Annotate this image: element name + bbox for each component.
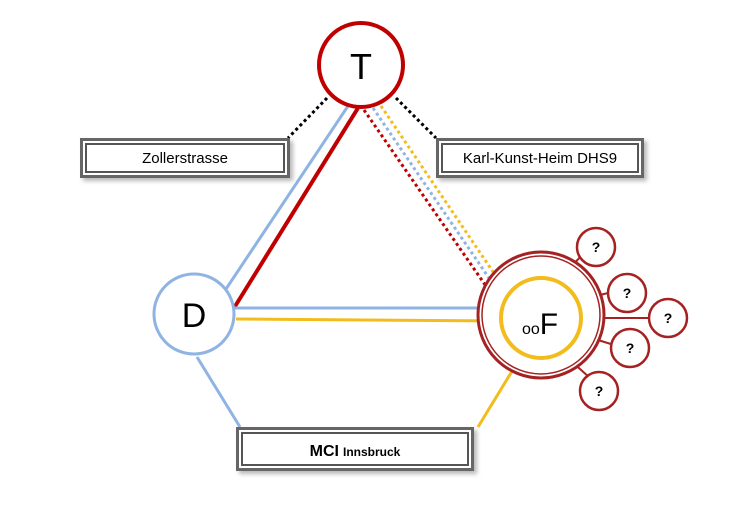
connector-t-karl [394, 96, 438, 140]
node-oof-outer-ring-inner [481, 255, 601, 375]
mci-bold: MCI [310, 443, 339, 460]
line-t-d-blue [220, 105, 350, 296]
svg-text:?: ? [592, 239, 601, 255]
svg-text:?: ? [623, 285, 632, 301]
node-t-label: T [350, 46, 372, 87]
zollerstrasse-box [80, 138, 290, 178]
unknown-node-4: ? [609, 327, 651, 369]
karl-kunst-heim-box [436, 138, 644, 178]
mci-text: MCI Innsbruck [310, 443, 401, 460]
node-t [317, 21, 405, 109]
unknown-node-1: ? [575, 226, 617, 268]
svg-text:?: ? [626, 340, 635, 356]
node-d-label: D [182, 297, 207, 335]
line-t-d-red [232, 106, 360, 310]
unknown-node-2: ? [606, 272, 648, 314]
mci-small: Innsbruck [343, 445, 401, 459]
line-t-oof-dotted-red [362, 109, 499, 303]
node-oof [499, 276, 583, 360]
unknown-node-3: ? [647, 297, 689, 339]
line-t-oof-dotted-yellow [379, 105, 514, 301]
karl-kunst-heim-text: Karl-Kunst-Heim DHS9 [463, 150, 617, 167]
svg-text:?: ? [664, 310, 673, 326]
node-oof-prefix: oo [522, 321, 540, 338]
line-d-oof-yellow [235, 317, 504, 323]
node-oof-letter: F [540, 308, 558, 341]
zollerstrasse-text: Zollerstrasse [142, 150, 228, 167]
mci-box [236, 427, 474, 471]
node-d [152, 272, 236, 356]
unknown-node-5: ? [578, 370, 620, 412]
line-t-oof-dotted-blue [371, 107, 506, 301]
connector-t-zollerstrasse [286, 96, 329, 140]
svg-text:?: ? [595, 383, 604, 399]
line-d-mci-blue [195, 356, 242, 428]
node-oof-label: ooF [522, 308, 558, 341]
